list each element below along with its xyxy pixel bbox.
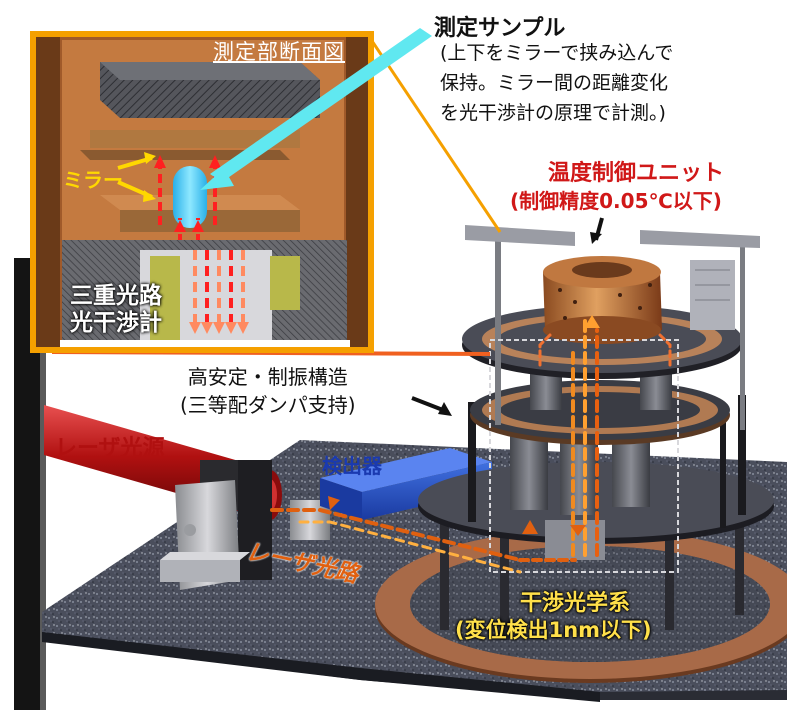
- inset-interferometer-label: 三重光路 光干渉計: [70, 283, 162, 336]
- laser-path: [270, 315, 672, 574]
- inset-connector-upper: [366, 34, 502, 233]
- cross-section-inset: [30, 31, 374, 353]
- sample-pointer: [200, 28, 432, 190]
- inset-title: 測定部断面図: [213, 40, 345, 64]
- temperature-unit-title: 温度制御ユニット: [548, 161, 725, 186]
- mirror-label: ミラー: [63, 168, 123, 192]
- temperature-unit-precision: (制御精度0.05℃以下): [510, 189, 722, 213]
- interferometer-title: 干渉光学系: [520, 591, 631, 616]
- optical-path-frame: [489, 339, 679, 573]
- laser-source-label: レーザ光源: [55, 436, 165, 461]
- damper-structure-label: 高安定・制振構造 (三等配ダンパ支持): [180, 365, 356, 417]
- optical-stage: [160, 460, 330, 590]
- sample-title: 測定サンプル: [434, 16, 566, 41]
- interferometer-precision: (変位検出1nm以下): [455, 618, 652, 642]
- sample-body: [173, 166, 207, 228]
- detector-label: 検出器: [322, 454, 382, 478]
- tower-structure: [411, 217, 774, 640]
- sample-description: (上下をミラーで挟み込んで 保持。ミラー間の距離変化 を光干渉計の原理で計測。): [440, 42, 674, 124]
